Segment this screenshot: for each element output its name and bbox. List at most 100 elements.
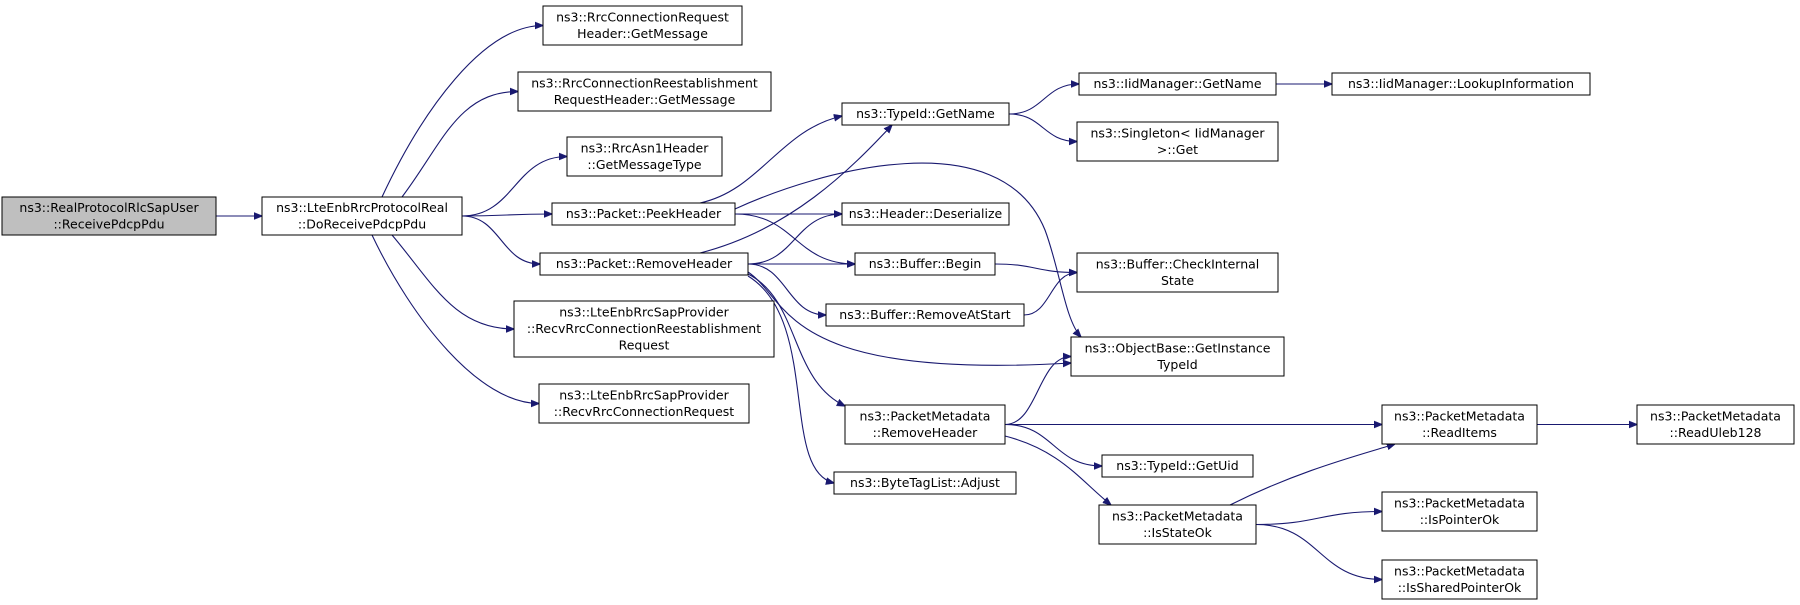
node-box <box>566 136 723 177</box>
node-ns3-rrcconnectionreestablishmentrequestheader-getmessage[interactable]: ns3::RrcConnectionReestablishmentRequest… <box>517 71 772 112</box>
node-label-line: Header::GetMessage <box>577 26 708 41</box>
node-ns3-packet-peekheader[interactable]: ns3::Packet::PeekHeader <box>551 202 736 226</box>
node-box <box>1381 404 1538 445</box>
node-label-line: ::ReadUleb128 <box>1670 425 1762 440</box>
node-label-line: ns3::LteEnbRrcSapProvider <box>559 387 729 402</box>
edge-n13-to-n21 <box>1004 435 1111 505</box>
node-box <box>841 102 1010 126</box>
node-label-line: ::ReadItems <box>1422 425 1497 440</box>
node-ns3-singleton-iidmanager-get[interactable]: ns3::Singleton< IidManager >::Get <box>1076 121 1279 162</box>
node-label-line: ns3::IidManager::GetName <box>1093 76 1261 91</box>
node-box <box>1331 72 1591 96</box>
edge-n1-to-n7 <box>391 234 514 329</box>
node-ns3-rrcconnectionrequestheader-getmessage[interactable]: ns3::RrcConnectionRequestHeader::GetMess… <box>542 5 743 46</box>
edge-n21-to-n22 <box>1229 444 1395 506</box>
node-ns3-bytetaglist-adjust[interactable]: ns3::ByteTagList::Adjust <box>833 471 1017 495</box>
node-ns3-buffer-begin[interactable]: ns3::Buffer::Begin <box>854 252 996 276</box>
node-label-line: ns3::RealProtocolRlcSapUser <box>19 200 199 215</box>
node-ns3-header-deserialize[interactable]: ns3::Header::Deserialize <box>841 202 1010 226</box>
edge-n5-to-n19 <box>734 162 1081 337</box>
node-ns3-packetmetadata-issharedpointerok[interactable]: ns3::PacketMetadata::IsSharedPointerOk <box>1381 559 1538 600</box>
node-box <box>1381 559 1538 600</box>
node-label-line: ns3::PacketMetadata <box>1394 408 1525 423</box>
edge-n12-to-n18 <box>1023 273 1077 316</box>
node-ns3-packetmetadata-isstateok[interactable]: ns3::PacketMetadata::IsStateOk <box>1098 504 1257 545</box>
node-label-line: ns3::Buffer::Begin <box>869 256 982 271</box>
node-label-line: ns3::PacketMetadata <box>1112 508 1243 523</box>
node-label-line: ns3::RrcAsn1Header <box>581 140 710 155</box>
node-label-line: ns3::Packet::RemoveHeader <box>556 256 733 271</box>
node-label-line: ::DoReceivePdcpPdu <box>298 216 426 231</box>
node-label-line: ns3::LteEnbRrcSapProvider <box>559 305 729 320</box>
node-box <box>1076 121 1279 162</box>
node-label-line: ::IsStateOk <box>1143 525 1213 540</box>
edge-n13-to-n20 <box>1004 423 1102 467</box>
node-ns3-packetmetadata-removeheader[interactable]: ns3::PacketMetadata::RemoveHeader <box>844 404 1006 445</box>
edge-n1-to-n4 <box>461 157 567 217</box>
node-label-line: ns3::Singleton< IidManager <box>1090 125 1265 140</box>
node-box <box>833 471 1017 495</box>
node-ns3-typeid-getuid[interactable]: ns3::TypeId::GetUid <box>1101 454 1254 478</box>
edge-n6-to-n14 <box>747 275 834 483</box>
nodes-layer: ns3::RealProtocolRlcSapUser::ReceivePdcp… <box>1 5 1795 600</box>
node-box <box>1381 491 1538 532</box>
node-ns3-lteenbrrcprotocolreal-doreceivepdcppdu[interactable]: ns3::LteEnbRrcProtocolReal::DoReceivePdc… <box>261 196 463 236</box>
node-ns3-iidmanager-lookupinformation[interactable]: ns3::IidManager::LookupInformation <box>1331 72 1591 96</box>
edge-n9-to-n15 <box>1008 84 1079 115</box>
node-label-line: ns3::PacketMetadata <box>1394 563 1525 578</box>
edge-n5-to-n9 <box>699 116 842 204</box>
node-label-line: TypeId <box>1156 357 1197 372</box>
node-box <box>1101 454 1254 478</box>
edges-layer <box>216 26 1637 580</box>
node-label-line: ::IsSharedPointerOk <box>1398 580 1522 595</box>
node-ns3-rrcasn1header-getmessagetype[interactable]: ns3::RrcAsn1Header::GetMessageType <box>566 136 723 177</box>
node-ns3-iidmanager-getname[interactable]: ns3::IidManager::GetName <box>1078 72 1277 96</box>
node-label-line: ns3::Buffer::RemoveAtStart <box>839 307 1011 322</box>
edge-n11-to-n18 <box>994 263 1077 273</box>
node-label-line: ::GetMessageType <box>587 157 702 172</box>
node-box <box>1070 336 1285 377</box>
node-box <box>539 252 749 276</box>
node-label-line: ns3::TypeId::GetUid <box>1116 458 1238 473</box>
node-label-line: ::RecvRrcConnectionRequest <box>554 404 735 419</box>
node-box <box>1098 504 1257 545</box>
edge-n1-to-n2 <box>381 26 543 198</box>
node-label-line: Request <box>619 338 670 353</box>
node-label-line: ns3::RrcConnectionRequest <box>556 9 729 24</box>
edge-n9-to-n16 <box>1008 113 1077 142</box>
node-box <box>854 252 996 276</box>
node-box <box>1078 72 1277 96</box>
node-ns3-lteenbrrcsapprovider-recvrrcconnectionreestablishmentrequest[interactable]: ns3::LteEnbRrcSapProvider::RecvRrcConnec… <box>513 300 775 358</box>
node-label-line: ns3::LteEnbRrcProtocolReal <box>276 200 448 215</box>
edge-n21-to-n25 <box>1255 523 1382 580</box>
edge-n6-to-n13 <box>747 273 845 406</box>
node-ns3-realprotocolrlcsapuser-receivepdcppdu[interactable]: ns3::RealProtocolRlcSapUser::ReceivePdcp… <box>1 196 217 236</box>
node-box <box>1076 252 1279 293</box>
node-box <box>261 196 463 236</box>
node-label-line: ::IsPointerOk <box>1420 512 1500 527</box>
node-box <box>825 303 1025 327</box>
node-label-line: RequestHeader::GetMessage <box>554 92 736 107</box>
node-box <box>513 300 775 358</box>
node-ns3-packet-removeheader[interactable]: ns3::Packet::RemoveHeader <box>539 252 749 276</box>
node-ns3-packetmetadata-readitems[interactable]: ns3::PacketMetadata::ReadItems <box>1381 404 1538 445</box>
node-ns3-buffer-removeatstart[interactable]: ns3::Buffer::RemoveAtStart <box>825 303 1025 327</box>
node-box <box>551 202 736 226</box>
node-ns3-packetmetadata-readuleb128[interactable]: ns3::PacketMetadata::ReadUleb128 <box>1636 404 1795 445</box>
edge-n1-to-n6 <box>461 215 540 264</box>
node-box <box>844 404 1006 445</box>
node-label-line: ns3::ObjectBase::GetInstance <box>1085 340 1271 355</box>
node-label-line: ns3::Packet::PeekHeader <box>566 206 722 221</box>
node-ns3-lteenbrrcsapprovider-recvrrcconnectionrequest[interactable]: ns3::LteEnbRrcSapProvider::RecvRrcConnec… <box>538 383 750 424</box>
node-box <box>841 202 1010 226</box>
edge-n1-to-n5 <box>461 214 552 216</box>
edge-n6-to-n10 <box>747 214 842 265</box>
node-box <box>1636 404 1795 445</box>
node-ns3-packetmetadata-ispointerok[interactable]: ns3::PacketMetadata::IsPointerOk <box>1381 491 1538 532</box>
node-label-line: ::ReceivePdcpPdu <box>53 216 164 231</box>
node-ns3-typeid-getname[interactable]: ns3::TypeId::GetName <box>841 102 1010 126</box>
node-label-line: ns3::PacketMetadata <box>1650 408 1781 423</box>
